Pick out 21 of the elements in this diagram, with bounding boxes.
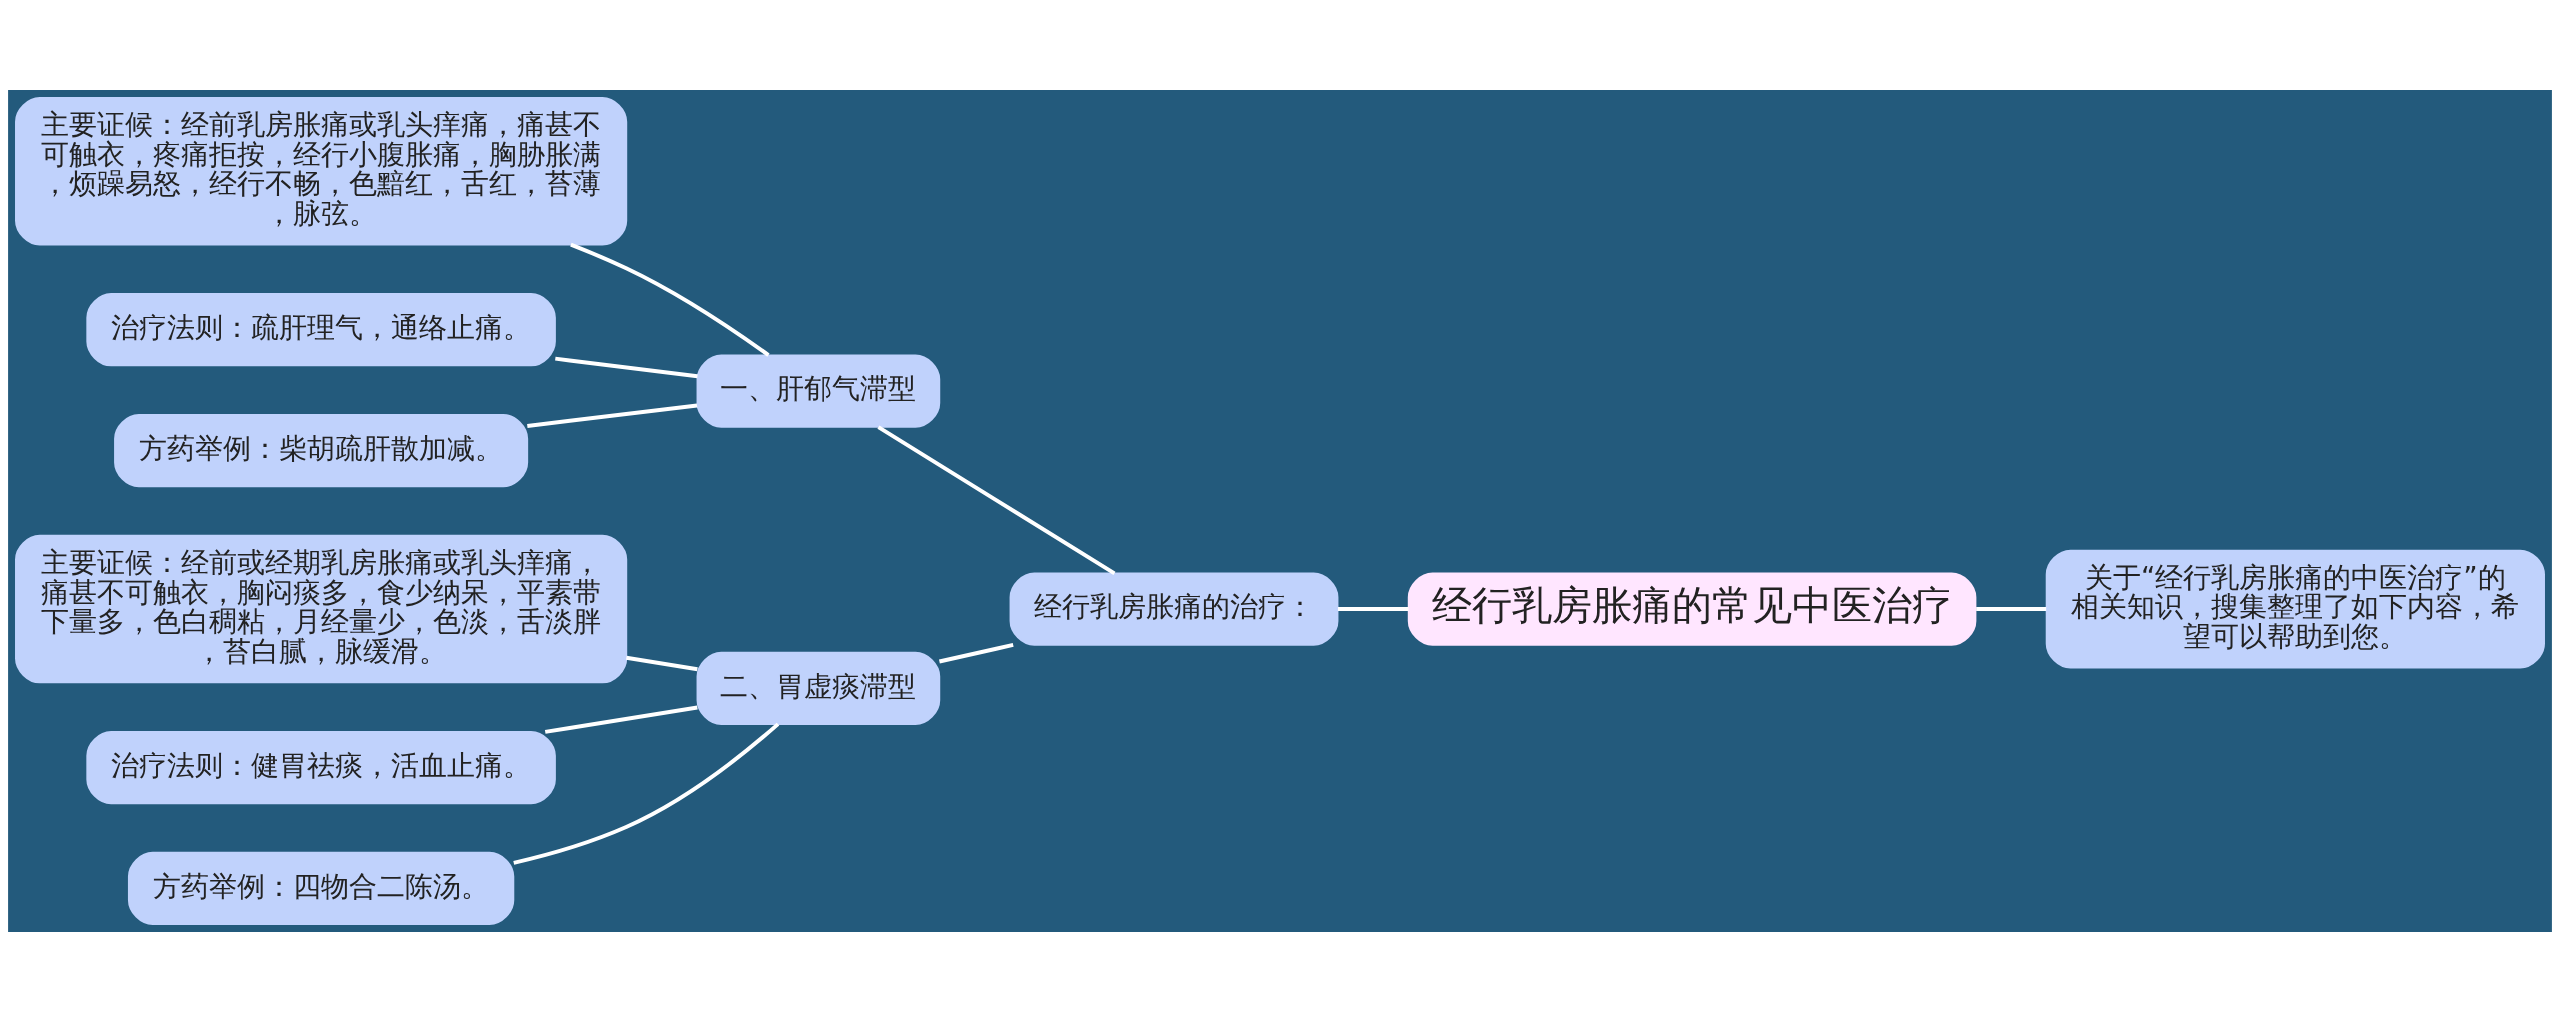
node-box: 方药举例：柴胡疏肝散加减。	[114, 413, 529, 487]
node-box: 经行乳房胀痛的治疗：	[1009, 571, 1339, 646]
node-box: 方药举例：四物合二陈汤。	[127, 851, 515, 925]
node-box: 二、胃虚痰滞型	[696, 651, 941, 725]
connector	[513, 722, 780, 865]
node-box: 主要证候：经前或经期乳房胀痛或乳头痒痛，痛甚不可触衣，胸闷痰多，食少纳呆，平素带下量多，色白稠粘，月经量少，色淡，舌淡胖，苔白腻，脉缓滑。	[15, 534, 628, 683]
connector	[544, 704, 698, 734]
connector	[939, 642, 1014, 663]
node-box: 一、肝郁气滞型	[696, 354, 941, 428]
node-box: 治疗法则：疏肝理气，通络止痛。	[86, 292, 556, 366]
connector	[626, 655, 698, 671]
connector	[1337, 606, 1409, 611]
connector	[527, 403, 698, 428]
connector	[877, 424, 1116, 575]
connector	[570, 242, 770, 357]
node-box: 经行乳房胀痛的常见中医治疗	[1407, 571, 1977, 646]
connector	[555, 356, 698, 378]
connector	[1976, 606, 2047, 611]
node-box: 治疗法则：健胃祛痰，活血止痛。	[86, 730, 556, 804]
node-box: 关于“经行乳房胀痛的中医治疗”的相关知识，搜集整理了如下内容，希望可以帮助到您。	[2045, 549, 2545, 668]
node-box: 主要证候：经前乳房胀痛或乳头痒痛，痛甚不可触衣，疼痛拒按，经行小腹胀痛，胸胁胀满，烦躁易怒，经行不畅，色黯红，舌红，苔薄，脉弦。	[15, 96, 628, 245]
